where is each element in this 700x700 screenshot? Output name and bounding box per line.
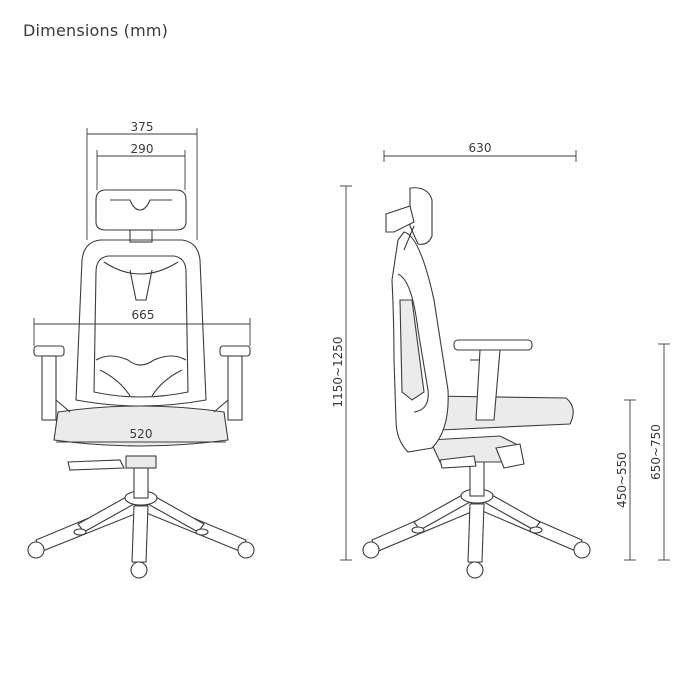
side-view-chair (362, 187, 591, 579)
total-height-label: 1150~1250 (331, 336, 345, 407)
seat-width-label: 520 (130, 427, 153, 441)
side-seat (428, 395, 574, 431)
headrest-width-label: 290 (131, 142, 154, 156)
diagram-title: Dimensions (mm) (23, 21, 169, 40)
armrest-height-label: 650~750 (649, 424, 663, 480)
seat-height-label: 450~550 (615, 452, 629, 508)
front-view-chair (27, 189, 255, 579)
front-backrest (75, 239, 207, 407)
side-dimension-lines (340, 150, 670, 561)
front-base (27, 490, 255, 579)
side-base (362, 488, 591, 579)
front-dimension-lines (33, 128, 251, 443)
armrest-width-label: 665 (132, 308, 155, 322)
depth-label: 630 (469, 141, 492, 155)
overall-width-label: 375 (131, 120, 154, 134)
front-right-armrest (213, 345, 251, 421)
side-headrest (409, 187, 433, 245)
front-mechanism (125, 455, 157, 469)
front-lever (67, 459, 125, 471)
front-gas-lift (133, 463, 149, 499)
side-armrest (453, 339, 533, 421)
front-left-armrest (33, 345, 71, 421)
front-seat (53, 405, 229, 447)
